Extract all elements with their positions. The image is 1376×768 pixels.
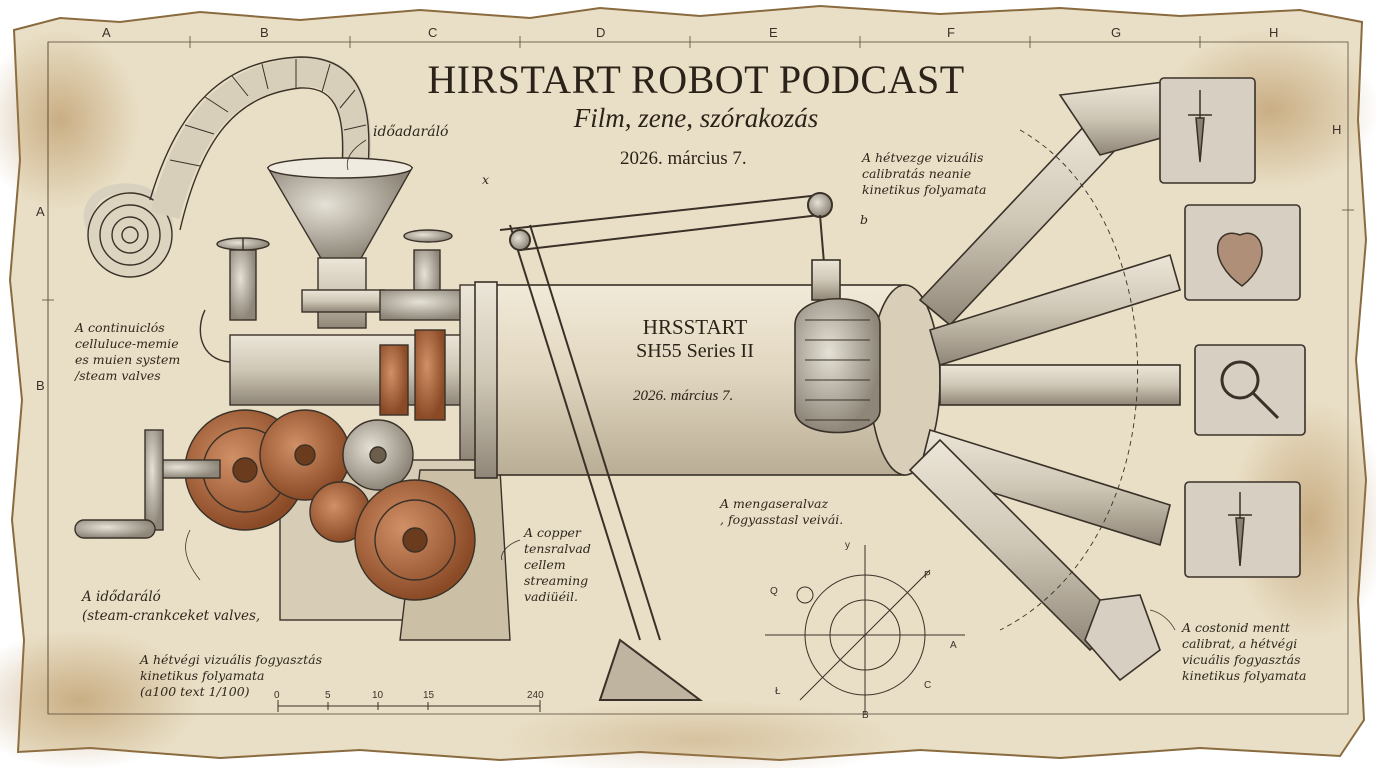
scale-label: 10	[372, 690, 384, 701]
gears	[184, 329, 476, 601]
scale-bar	[277, 700, 541, 712]
grid-label-top-f: F	[947, 25, 955, 40]
grid-label-left-a: A	[36, 204, 45, 219]
grid-label-right-h: H	[1332, 122, 1342, 137]
note-crank: A idődaráló (steam-crankceket valves,	[82, 589, 261, 624]
note-calibration-bottom: A costonid mentt calibrat, a hétvégi vic…	[1182, 620, 1307, 683]
compass-label-y: y	[845, 540, 850, 551]
compass-label-c: C	[924, 680, 932, 691]
compass-label-b: B	[862, 710, 869, 721]
construction-lines	[999, 129, 1139, 631]
note-calibration-top: A hétvezge vizuális calibratás neanie ki…	[862, 150, 987, 197]
grid-label-left-b: B	[36, 378, 45, 393]
grid-label-top-g: G	[1111, 25, 1122, 40]
header-date: 2026. március 7.	[620, 148, 747, 169]
compass-label-l: Ł	[775, 686, 781, 697]
funnel	[266, 157, 414, 329]
scale-label: 5	[325, 690, 331, 701]
grid-label-top-a: A	[102, 25, 111, 40]
label-x: x	[482, 172, 490, 187]
cylinder-brand: HRSSTART	[642, 315, 748, 339]
grid-label-top-b: B	[260, 25, 269, 40]
cylinder-model: SH55 Series II	[636, 340, 754, 362]
scale-label: 15	[423, 690, 435, 701]
note-arm: A mengaseralvaz , fogyasstasl veivái.	[720, 496, 844, 527]
grid-label-top-h: H	[1269, 25, 1279, 40]
compass-label-p: P	[924, 570, 931, 581]
magnifier-icon	[1220, 360, 1280, 420]
mic-arm	[499, 192, 833, 701]
grid-label-top-e: E	[769, 25, 778, 40]
scale-label: 0	[274, 690, 280, 701]
note-steam-valves: A continuiclós celluluce-memie es muien …	[75, 320, 181, 383]
grid-label-top-d: D	[596, 25, 606, 40]
film-strip	[83, 56, 372, 278]
note-copper: A copper tensralvad cellem streaming vad…	[524, 525, 591, 604]
crank	[74, 429, 221, 539]
note-consumption: A hétvégi vizuális fogyasztás kinetikus …	[140, 652, 322, 699]
arms	[908, 79, 1191, 652]
heart-icon	[1216, 232, 1263, 287]
compass-label-a: A	[950, 640, 957, 651]
dagger-icon	[1228, 492, 1252, 567]
dagger-icon	[1188, 90, 1212, 163]
microphone	[794, 259, 881, 434]
compass-rose	[765, 545, 965, 715]
label-b: b	[860, 212, 869, 227]
page-title: HIRSTART ROBOT PODCAST	[427, 57, 965, 102]
note-film: időadaráló	[373, 124, 449, 140]
page-subtitle: Film, zene, szórakozás	[573, 103, 819, 133]
compass-label-q: Q	[770, 586, 778, 597]
scale-label: 240	[527, 690, 544, 701]
grid-label-top-c: C	[428, 25, 438, 40]
cylinder-date: 2026. március 7.	[633, 388, 734, 404]
